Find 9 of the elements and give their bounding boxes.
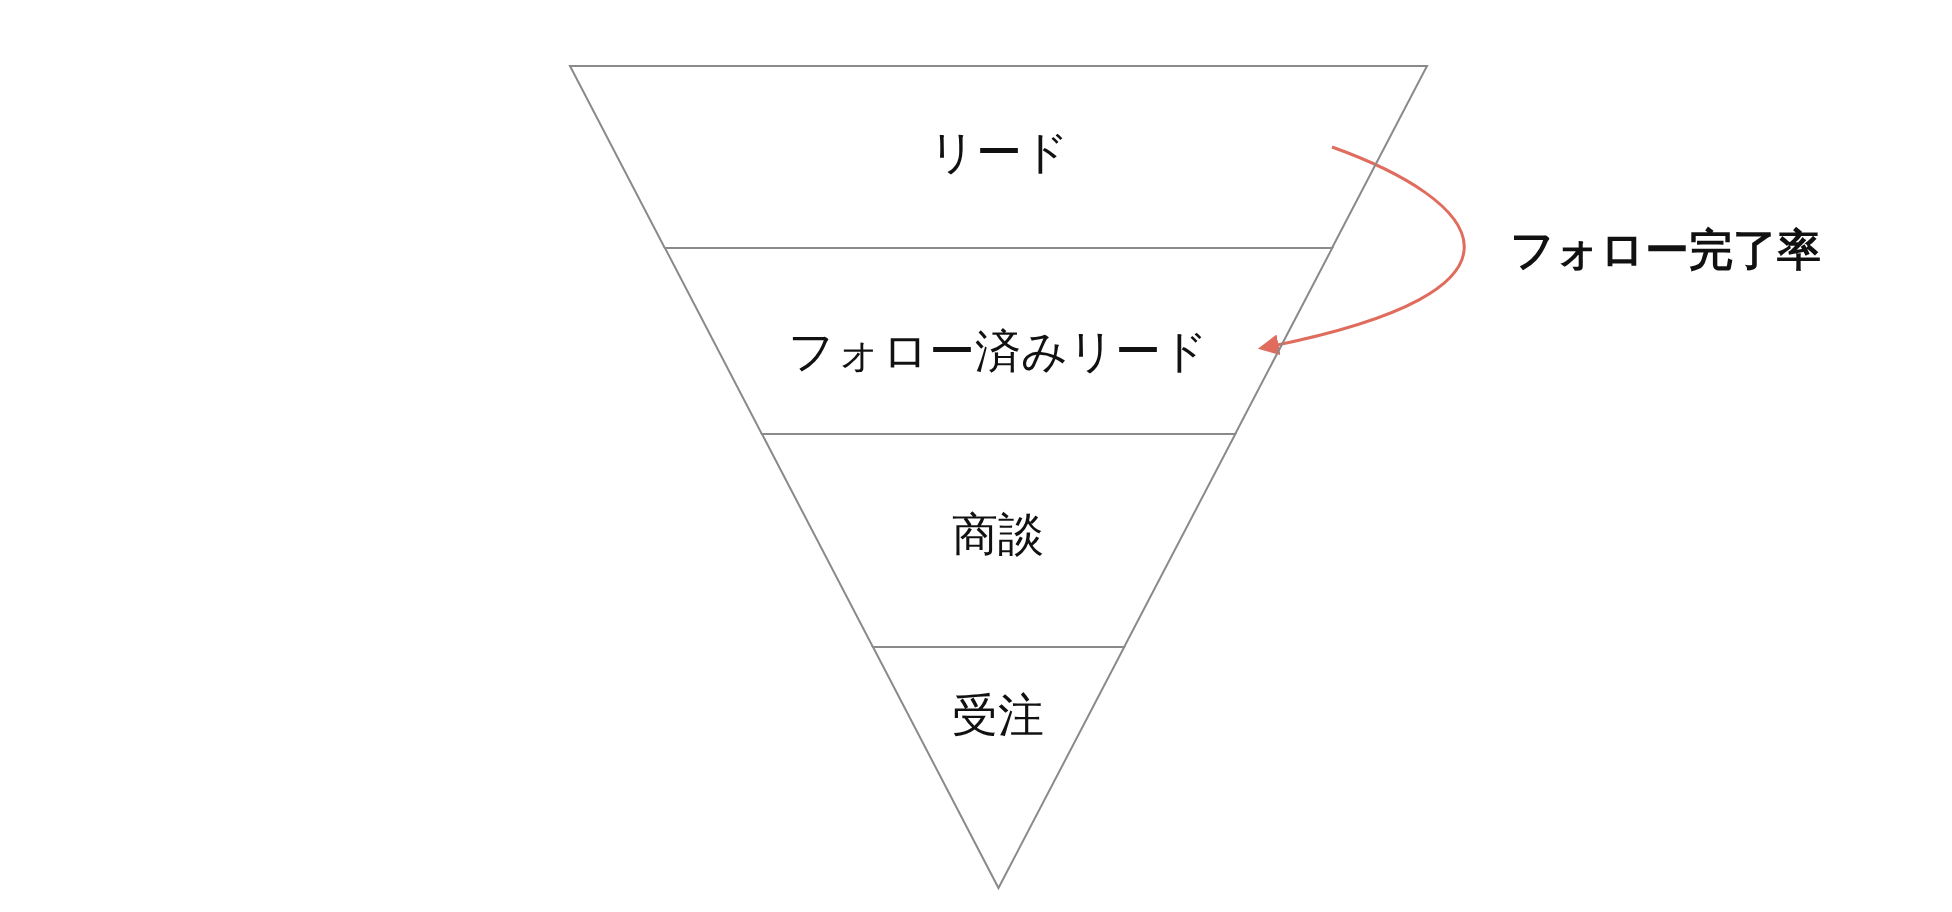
stage-label: 商談 — [951, 506, 1046, 563]
funnel-stage — [761, 434, 1235, 647]
funnel-stage — [664, 248, 1332, 434]
stage-label: フォロー済みリード — [787, 323, 1210, 380]
funnel-stage — [872, 647, 1124, 888]
funnel-stage — [570, 66, 1427, 248]
stage-label: 受注 — [951, 687, 1046, 744]
arrow — [1257, 145, 1466, 355]
stage-label: リード — [927, 124, 1070, 181]
